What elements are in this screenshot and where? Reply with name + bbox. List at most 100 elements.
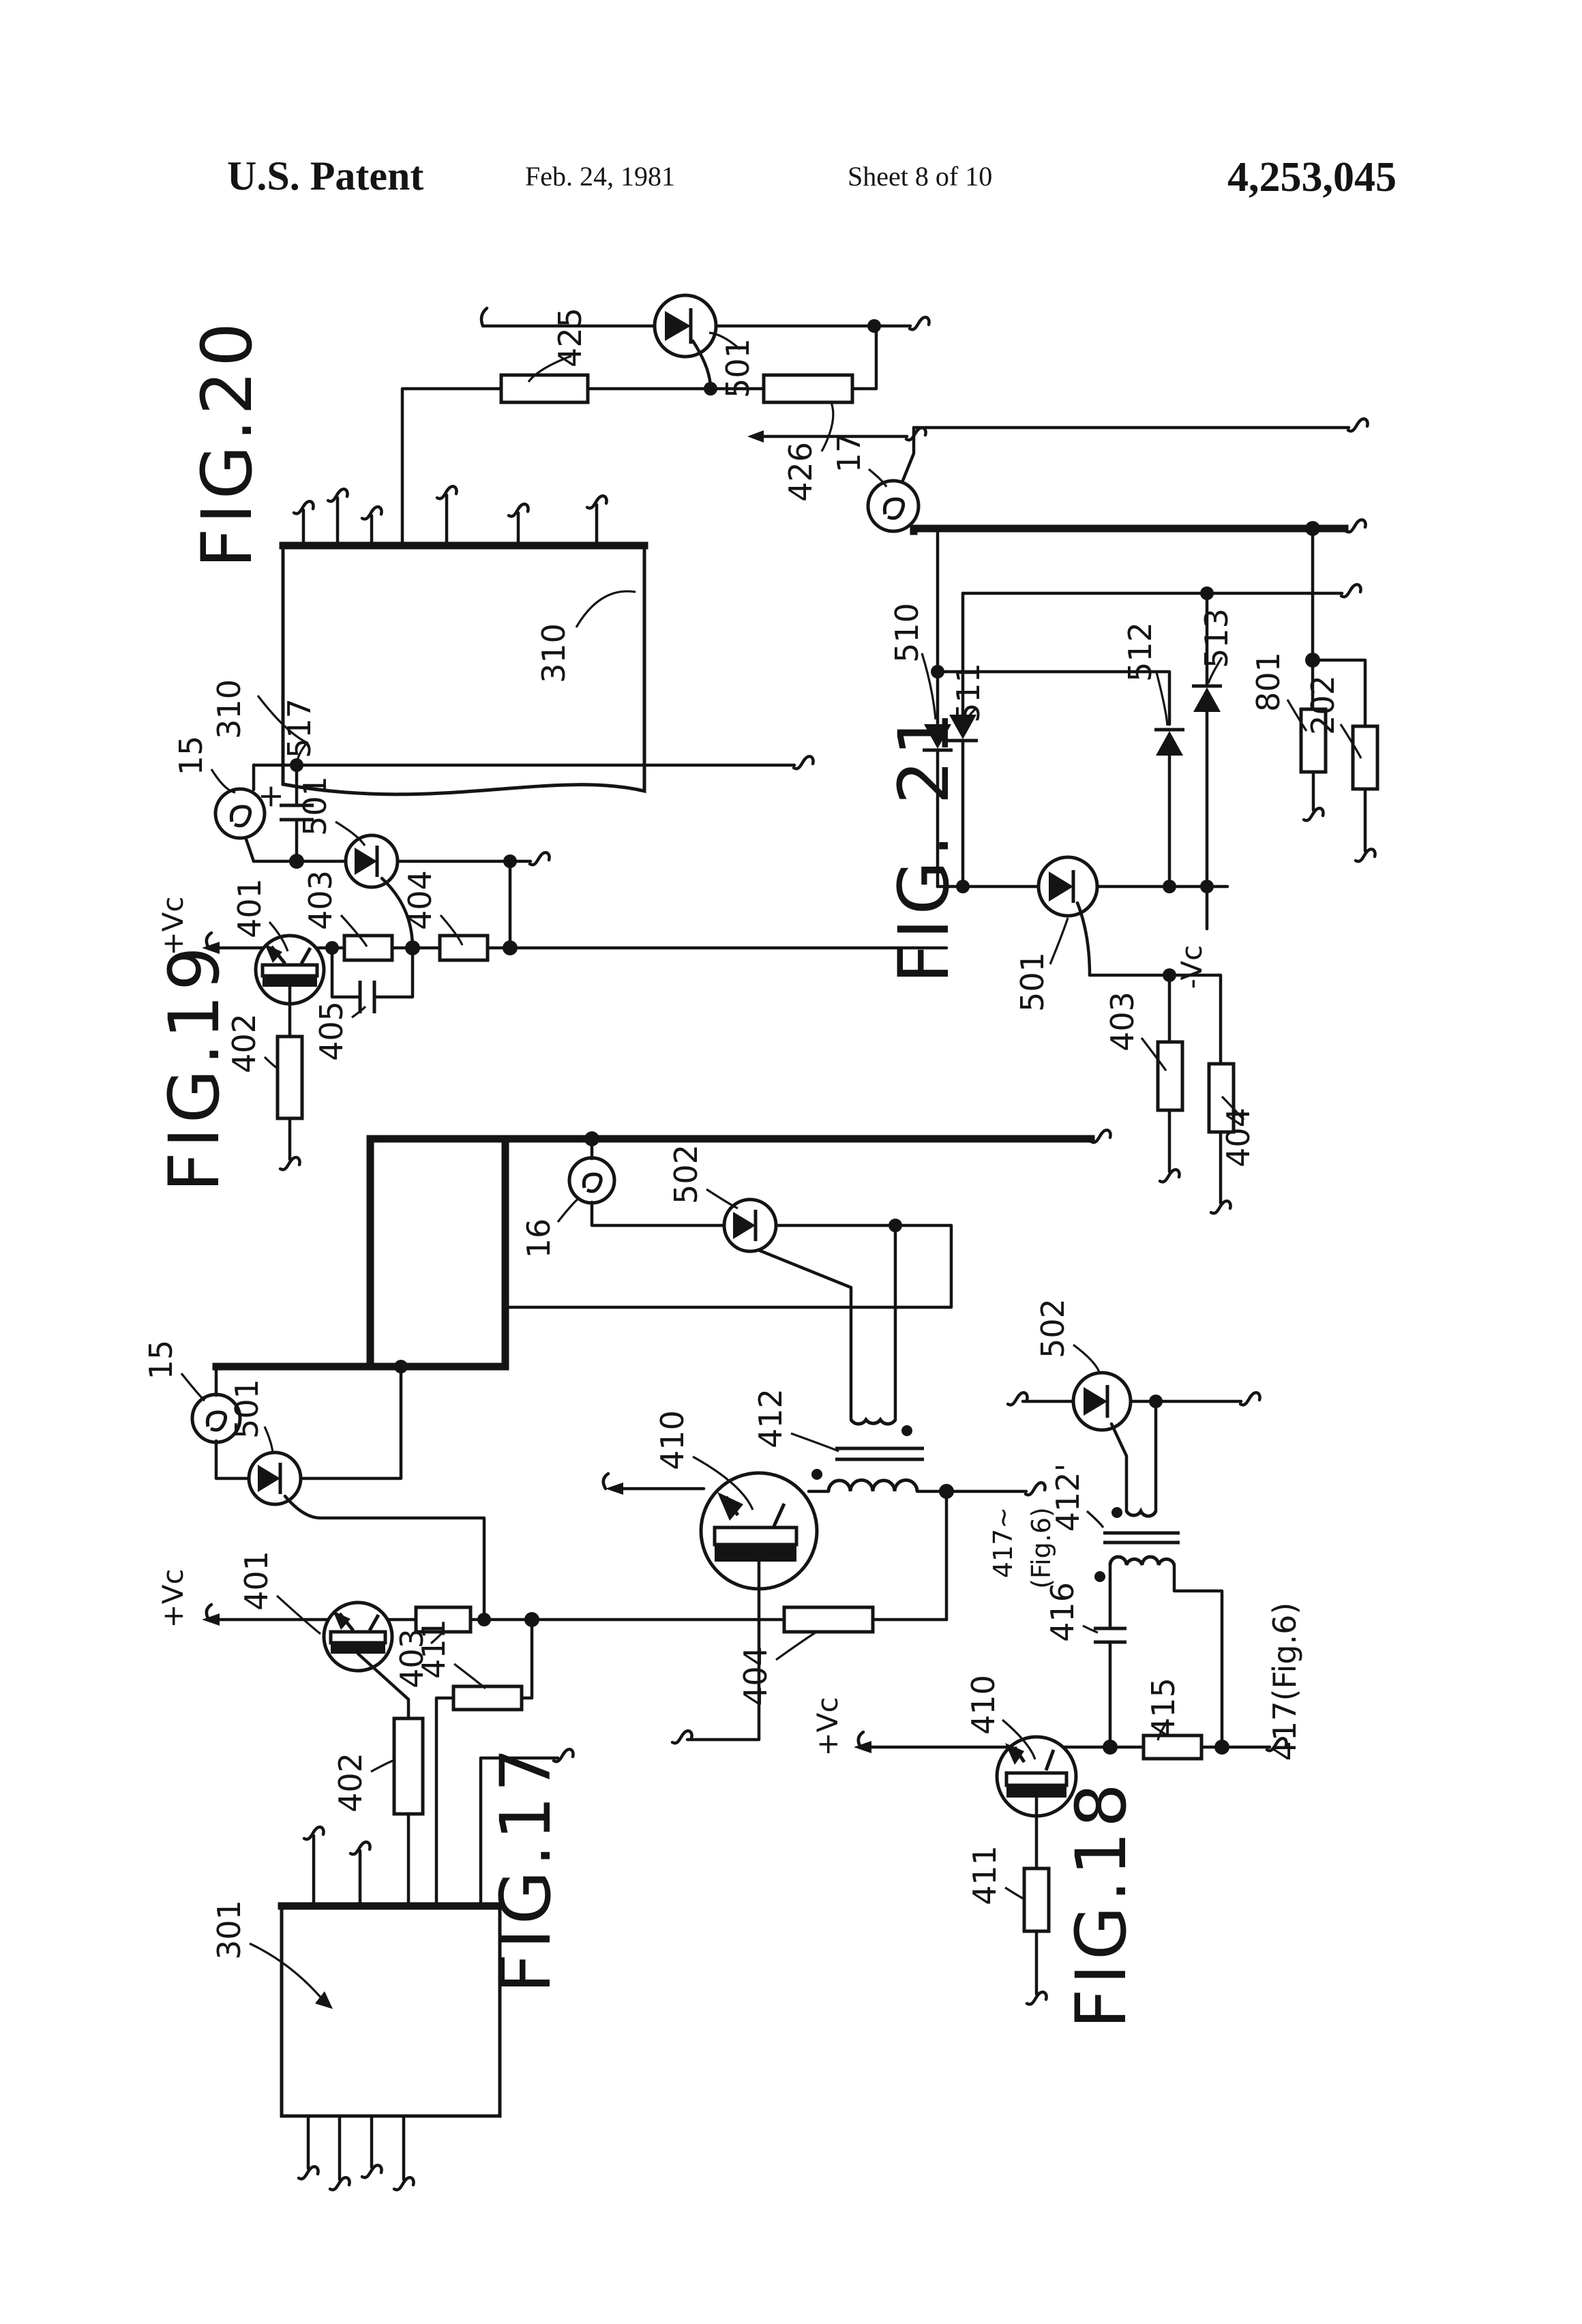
fig20-resistor-426 (762, 373, 854, 404)
fig17-title: FIG.17 (486, 1744, 567, 1993)
fig17-label-502: 502 (668, 1144, 704, 1204)
fig18-label-vc: +Vc (811, 1697, 844, 1756)
fig20-label-425: 425 (552, 308, 588, 368)
fig21-label-512: 512 (1122, 622, 1159, 682)
fig18-label-410: 410 (965, 1675, 1002, 1735)
fig17-label-401: 401 (238, 1551, 275, 1611)
node-dot (867, 319, 881, 333)
fig17-ac-source-16 (567, 1156, 616, 1205)
fig18-label-416: 416 (1044, 1582, 1081, 1642)
fig21: FIG. 21 (831, 419, 1379, 1213)
fig19-phototransistor-401 (254, 934, 326, 1039)
fig17-resistor-403 (414, 1605, 473, 1634)
fig19-label-402: 402 (226, 1013, 263, 1073)
fig20-label-426: 426 (782, 442, 819, 502)
fig19-ac-source-15 (213, 787, 267, 840)
fig21-diode-510 (923, 724, 953, 889)
fig19-title: FIG.19 (154, 942, 235, 1192)
fig19-plus-sign: + (252, 784, 288, 810)
fig17-transformer-412 (811, 1416, 924, 1492)
header-sheet-number: Sheet 8 of 10 (848, 161, 992, 192)
fig20-wire-425 (400, 387, 503, 548)
fig17-label-15: 15 (143, 1340, 179, 1380)
fig17-label-417-fig6: (Fig.6) (1026, 1507, 1056, 1589)
fig19-resistor-403 (342, 934, 394, 962)
fig17: FIG.17 (143, 1130, 1111, 2190)
fig19-resistor-404 (438, 934, 490, 962)
fig17-resistor-402 (392, 1716, 425, 1816)
fig17-label-402: 402 (332, 1753, 369, 1813)
header-publisher: U.S. Patent (227, 153, 423, 198)
fig21-resistor-403 (1156, 1040, 1184, 1112)
fig19-resistor-402 (275, 1034, 304, 1120)
fig18-label-417: 417(Fig.6) (1266, 1603, 1303, 1761)
fig17-resistor-404 (782, 1605, 875, 1634)
fig20-title: FIG.20 (187, 318, 268, 568)
fig21-label-404: 404 (1220, 1107, 1257, 1167)
sheet-header: U.S. Patent Feb. 24, 1981 Sheet 8 of 10 … (227, 153, 1397, 200)
fig17-thyristor-502-symbol (722, 1197, 853, 1422)
fig21-resistor-801 (1299, 707, 1328, 774)
fig21-label-17: 17 (831, 433, 867, 473)
fig17-label-vc: +Vc (156, 1568, 190, 1628)
fig20: FIG.20 (187, 293, 929, 796)
fig20-resistor-425 (499, 373, 590, 404)
fig18-transformer-412p (1094, 1507, 1180, 1582)
fig21-thyristor-501-symbol (1036, 855, 1099, 977)
fig21-label-202: 202 (1304, 675, 1341, 735)
fig17-label-16: 16 (520, 1219, 557, 1259)
fig21-label-801: 801 (1250, 652, 1287, 712)
fig20-block-pins (294, 486, 607, 548)
fig21-label-minus-vc: -Vc (1175, 945, 1208, 989)
fig21-l5 (936, 670, 1171, 726)
header-date: Feb. 24, 1981 (525, 161, 675, 192)
fig18-phototransistor-410 (995, 1735, 1078, 1871)
fig17-phototransistor-401 (322, 1600, 411, 1720)
fig21-diode-512 (1154, 728, 1184, 889)
fig19-label-401: 401 (231, 878, 268, 938)
fig19-label-405: 405 (313, 1001, 350, 1061)
fig20-block-310 (281, 543, 646, 796)
fig20-label-310-left: 310 (211, 679, 248, 739)
fig21-resistor-202 (1351, 724, 1379, 791)
fig18-label-502: 502 (1034, 1298, 1071, 1358)
fig17-block-301 (280, 1904, 502, 2118)
fig21-label-511: 511 (950, 663, 987, 723)
fig21-label-501: 501 (1014, 952, 1051, 1012)
fig18-label-411: 411 (966, 1845, 1003, 1905)
fig18: FIG.18 +Vc (811, 1298, 1303, 2029)
fig17-block-301-pins (299, 1749, 573, 2190)
fig19-label-501: 501 (297, 776, 333, 836)
fig20-label-310-right: 310 (535, 623, 572, 683)
fig17-label-410: 410 (654, 1410, 691, 1470)
fig18-resistor-411 (1022, 1866, 1051, 1933)
fig17-label-301: 301 (211, 1900, 248, 1960)
fig21-diode-513 (1192, 684, 1222, 889)
fig21-label-513: 513 (1198, 608, 1235, 668)
header-patent-number: 4,253,045 (1227, 154, 1397, 200)
fig20-thyristor-501-symbol (653, 293, 718, 391)
fig21-ac-source-17 (866, 479, 921, 533)
fig17-label-411: 411 (415, 1619, 452, 1679)
fig19-label-15: 15 (173, 736, 209, 776)
fig19: FIG.19 + +Vc (154, 698, 949, 1192)
fig17-label-404: 404 (737, 1646, 774, 1706)
fig18-label-412p: 412' (1049, 1463, 1086, 1532)
fig21-label-510: 510 (889, 603, 925, 663)
fig17-phototransistor-410 (601, 1471, 819, 1743)
fig21-title: FIG. 21 (884, 708, 965, 983)
fig17-label-412: 412 (752, 1388, 789, 1448)
fig19-label-vc: +Vc (156, 896, 190, 955)
fig19-label-404: 404 (402, 870, 438, 930)
fig19-label-517: 517 (281, 698, 318, 758)
fig18-title: FIG.18 (1061, 1779, 1142, 2029)
fig21-diode-511 (948, 715, 978, 889)
fig17-label-403: 403 (393, 1628, 430, 1688)
fig17-resistor-411 (451, 1684, 524, 1712)
fig21-label-403: 403 (1104, 992, 1141, 1052)
fig17-label-417: 417~ (988, 1507, 1018, 1578)
fig17-label-501: 501 (228, 1379, 265, 1439)
fig17-thick-bus (212, 1135, 1095, 1371)
